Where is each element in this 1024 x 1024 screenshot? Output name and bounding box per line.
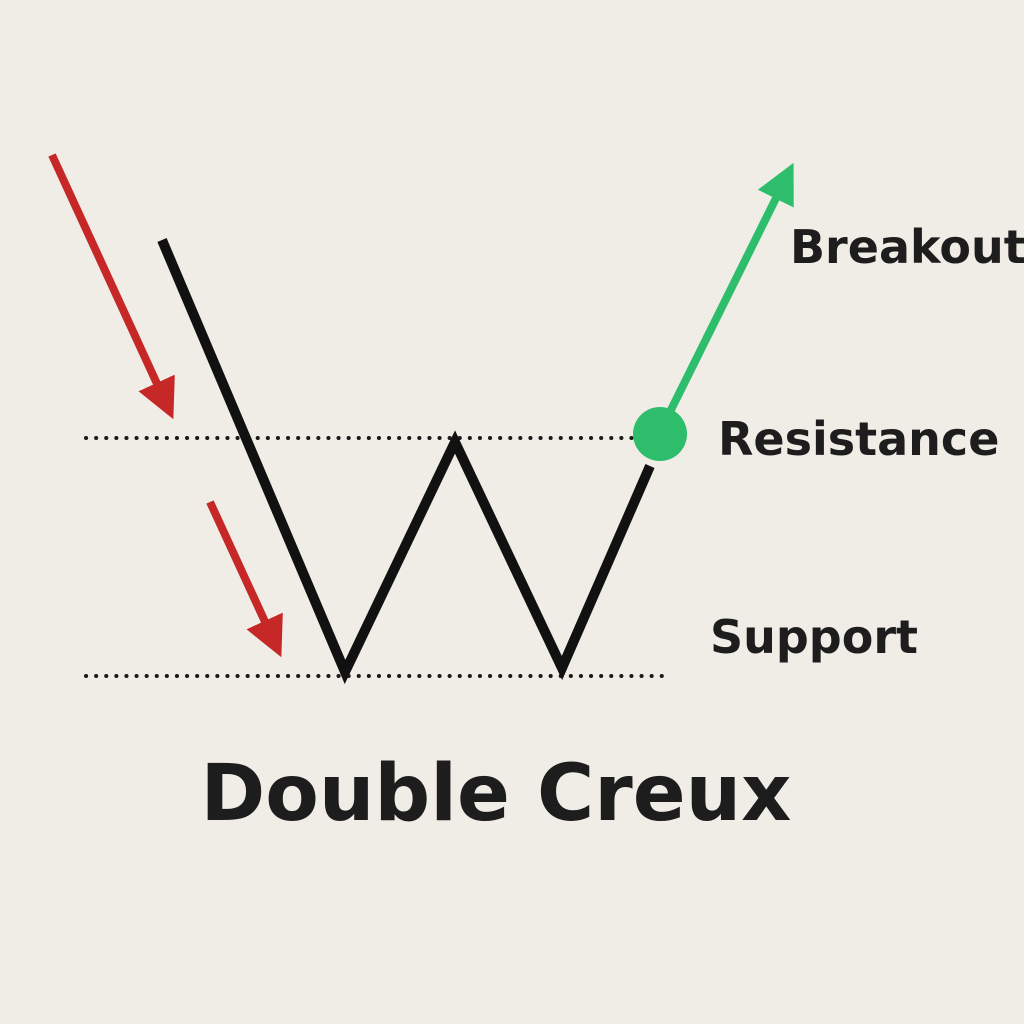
resistance-label: Resistance — [718, 412, 999, 466]
diagram-title: Double Creux — [201, 749, 792, 839]
support-label: Support — [710, 610, 918, 664]
breakout-point-icon — [633, 407, 687, 461]
breakout-arrow-icon — [656, 162, 794, 434]
breakout-label: Breakout — [790, 220, 1024, 274]
double-bottom-price-line — [157, 238, 655, 685]
downtrend-arrow-icon — [48, 153, 175, 420]
downtrend-arrow-icon — [206, 500, 283, 658]
